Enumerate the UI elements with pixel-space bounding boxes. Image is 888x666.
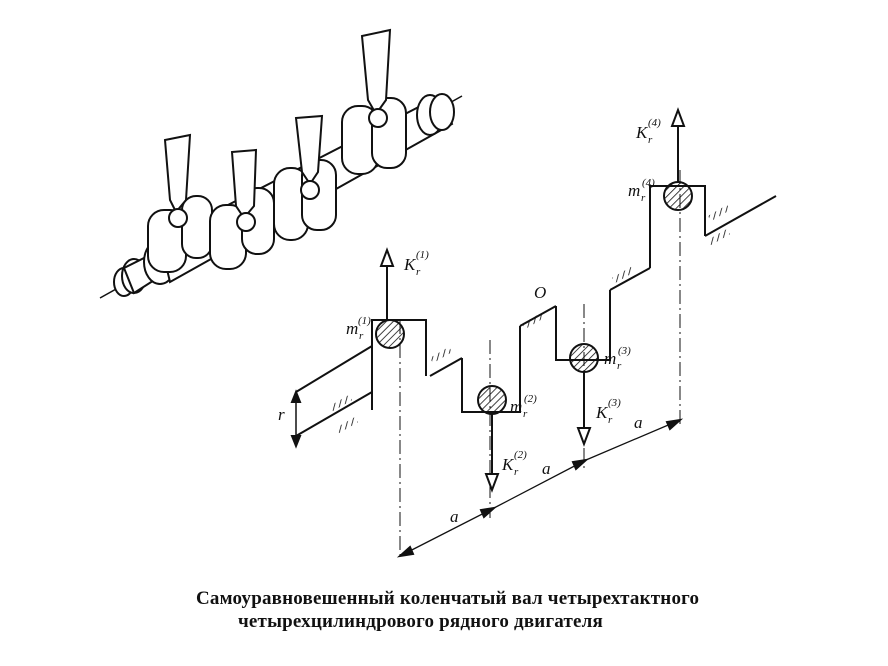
label-m2: m r (2) <box>510 393 537 420</box>
schematic <box>290 107 777 558</box>
svg-text:K: K <box>403 255 417 274</box>
label-m3: m r (3) <box>604 345 631 372</box>
label-a-3: a <box>634 413 643 432</box>
label-m4: m r (4) <box>628 177 655 204</box>
svg-text:r: r <box>523 408 528 420</box>
svg-text:(2): (2) <box>514 449 527 461</box>
caption-line-1: Самоуравновешенный коленчатый вал четыре… <box>196 588 700 609</box>
crank-throw-3 <box>273 114 337 241</box>
label-k2: K r (2) <box>501 449 527 478</box>
svg-text:m: m <box>628 181 640 200</box>
label-m1: m r (1) <box>346 315 371 342</box>
svg-text:(4): (4) <box>642 177 655 189</box>
svg-text:r: r <box>514 466 519 478</box>
mass-2 <box>477 385 507 415</box>
label-k4: K r (4) <box>635 117 661 146</box>
svg-text:(2): (2) <box>524 393 537 405</box>
label-radius: r <box>278 405 285 424</box>
svg-text:r: r <box>641 192 646 204</box>
crank-throw-1 <box>147 133 213 273</box>
svg-text:r: r <box>617 360 622 372</box>
mass-1 <box>375 319 405 349</box>
svg-text:(4): (4) <box>648 117 661 129</box>
svg-text:(1): (1) <box>416 249 429 261</box>
svg-text:r: r <box>416 266 421 278</box>
svg-text:K: K <box>595 403 609 422</box>
mass-4 <box>663 181 693 211</box>
svg-text:m: m <box>510 397 522 416</box>
svg-text:r: r <box>359 330 364 342</box>
label-k3: K r (3) <box>595 397 621 426</box>
label-origin: O <box>534 283 546 302</box>
svg-text:K: K <box>501 455 515 474</box>
svg-text:(3): (3) <box>618 345 631 357</box>
label-a-1: a <box>450 507 459 526</box>
svg-text:K: K <box>635 123 649 142</box>
svg-text:r: r <box>648 134 653 146</box>
crankshaft-illustration <box>99 28 463 299</box>
svg-text:(1): (1) <box>358 315 371 327</box>
crank-throw-2 <box>209 148 275 270</box>
crank-throw-4 <box>341 28 407 175</box>
label-a-2: a <box>542 459 551 478</box>
svg-text:m: m <box>604 349 616 368</box>
svg-text:r: r <box>608 414 613 426</box>
mass-3 <box>569 343 599 373</box>
label-k1: K r (1) <box>403 249 429 278</box>
svg-text:m: m <box>346 319 358 338</box>
svg-text:(3): (3) <box>608 397 621 409</box>
caption-line-2: четырехцилиндрового рядного двигателя <box>238 611 603 632</box>
